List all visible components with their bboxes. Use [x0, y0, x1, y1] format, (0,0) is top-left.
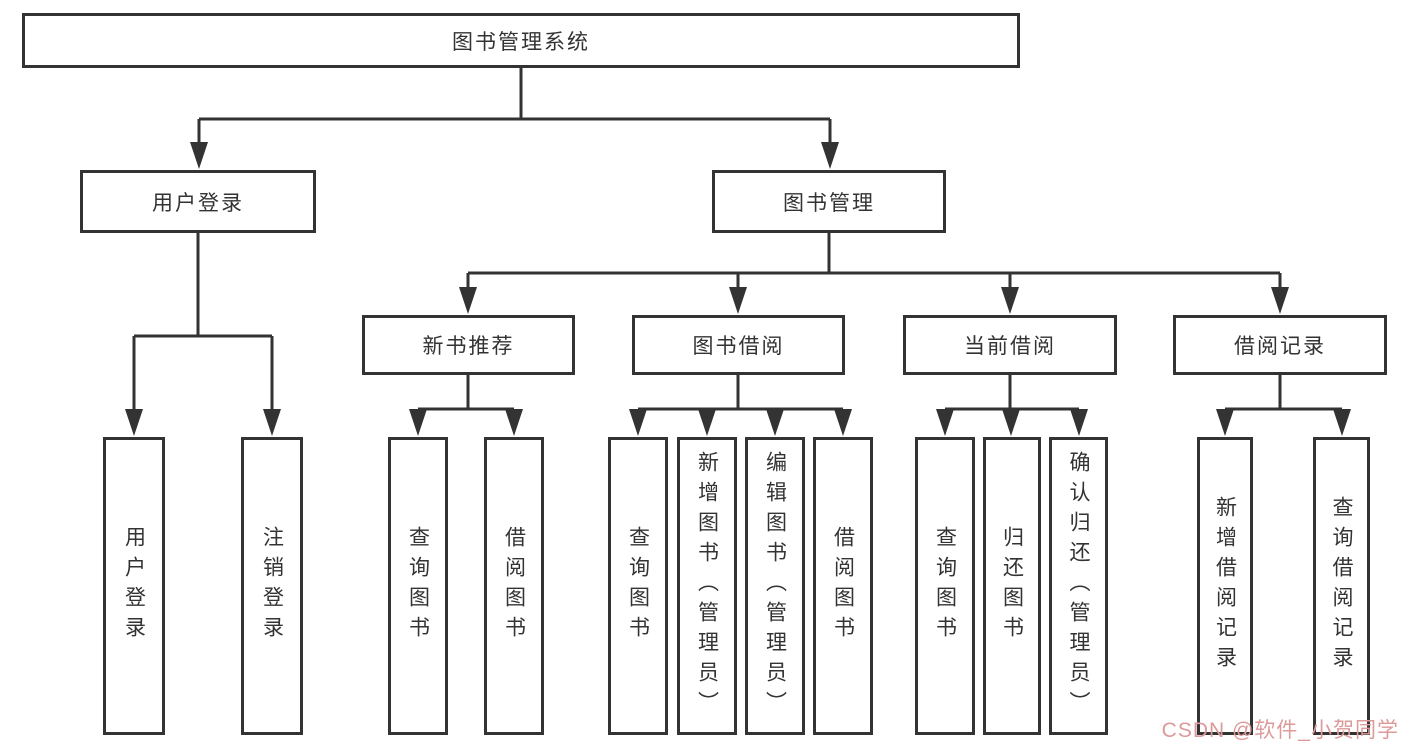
leaf-edit-books-admin-label: 编辑图书（管理员）	[763, 451, 787, 721]
leaf-edit-books-admin: 编辑图书（管理员）	[745, 437, 805, 735]
node-current-borrow-label: 当前借阅	[964, 335, 1056, 358]
leaf-logout-label: 注销登录	[260, 526, 284, 646]
connector-current-borrow-subtree	[936, 375, 1088, 436]
node-book-borrow: 图书借阅	[632, 315, 845, 375]
node-book-management-label: 图书管理	[783, 191, 875, 215]
node-new-book-recommend-label: 新书推荐	[422, 335, 515, 358]
leaf-query-books-2: 查询图书	[608, 437, 668, 735]
connector-user-login-subtree	[125, 233, 281, 436]
node-user-login-label: 用户登录	[152, 191, 244, 215]
leaf-borrow-books-1: 借阅图书	[484, 437, 544, 735]
leaf-add-books-admin-label: 新增图书（管理员）	[695, 451, 719, 721]
connector-book-mgmt-split	[459, 233, 1289, 314]
connector-book-borrow-subtree	[629, 375, 852, 436]
leaf-user-login-label: 用户登录	[122, 526, 146, 646]
node-current-borrow: 当前借阅	[903, 315, 1117, 375]
leaf-query-books-1-label: 查询图书	[406, 526, 430, 646]
node-borrow-record: 借阅记录	[1173, 315, 1387, 375]
leaf-return-books-label: 归还图书	[1000, 526, 1024, 646]
node-borrow-record-label: 借阅记录	[1234, 335, 1326, 358]
leaf-query-borrow-record-label: 查询借阅记录	[1330, 496, 1353, 676]
node-root-label: 图书管理系统	[452, 30, 590, 54]
leaf-query-books-3-label: 查询图书	[933, 526, 957, 646]
connector-borrow-record-subtree	[1216, 375, 1351, 436]
watermark: CSDN @软件_小贺同学	[1161, 719, 1399, 742]
node-book-management: 图书管理	[712, 170, 946, 233]
leaf-borrow-books-2: 借阅图书	[813, 437, 873, 735]
leaf-query-books-1: 查询图书	[388, 437, 448, 735]
node-root-system: 图书管理系统	[22, 13, 1020, 68]
leaf-borrow-books-2-label: 借阅图书	[831, 526, 855, 646]
node-book-borrow-label: 图书借阅	[692, 335, 785, 358]
connector-new-book-subtree	[409, 375, 523, 436]
leaf-confirm-return-admin: 确认归还（管理员）	[1049, 437, 1108, 735]
leaf-query-books-2-label: 查询图书	[626, 526, 650, 646]
leaf-add-books-admin: 新增图书（管理员）	[677, 437, 737, 735]
leaf-add-borrow-record-label: 新增借阅记录	[1213, 496, 1237, 676]
leaf-logout: 注销登录	[241, 437, 303, 735]
leaf-borrow-books-1-label: 借阅图书	[502, 526, 526, 646]
node-new-book-recommend: 新书推荐	[362, 315, 575, 375]
leaf-confirm-return-admin-label: 确认归还（管理员）	[1067, 451, 1090, 721]
leaf-add-borrow-record: 新增借阅记录	[1197, 437, 1253, 735]
leaf-user-login: 用户登录	[103, 437, 165, 735]
leaf-query-borrow-record: 查询借阅记录	[1313, 437, 1370, 735]
leaf-return-books: 归还图书	[983, 437, 1041, 735]
node-user-login: 用户登录	[80, 170, 316, 233]
leaf-query-books-3: 查询图书	[915, 437, 975, 735]
connector-root-split	[190, 68, 839, 169]
